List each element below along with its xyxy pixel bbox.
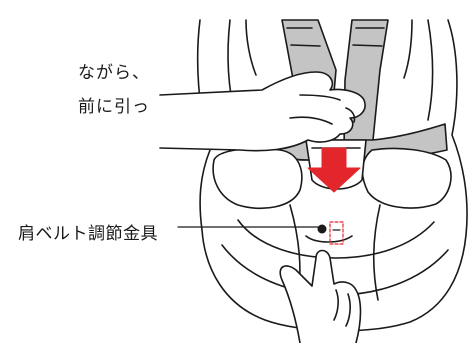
adjuster-slot <box>305 235 353 243</box>
adjuster-highlight <box>329 221 344 245</box>
bottom-hand <box>279 249 362 343</box>
down-arrow-icon <box>307 147 361 193</box>
seat-pad-right <box>361 147 452 209</box>
adjuster-callout-label: 肩ベルト調節金具 <box>18 224 158 244</box>
left-hand <box>159 71 366 152</box>
instruction-line-1: ながら、 <box>78 63 150 83</box>
instruction-line-2: 前に引っ <box>78 97 150 117</box>
adjuster-marker-icon <box>317 224 327 234</box>
